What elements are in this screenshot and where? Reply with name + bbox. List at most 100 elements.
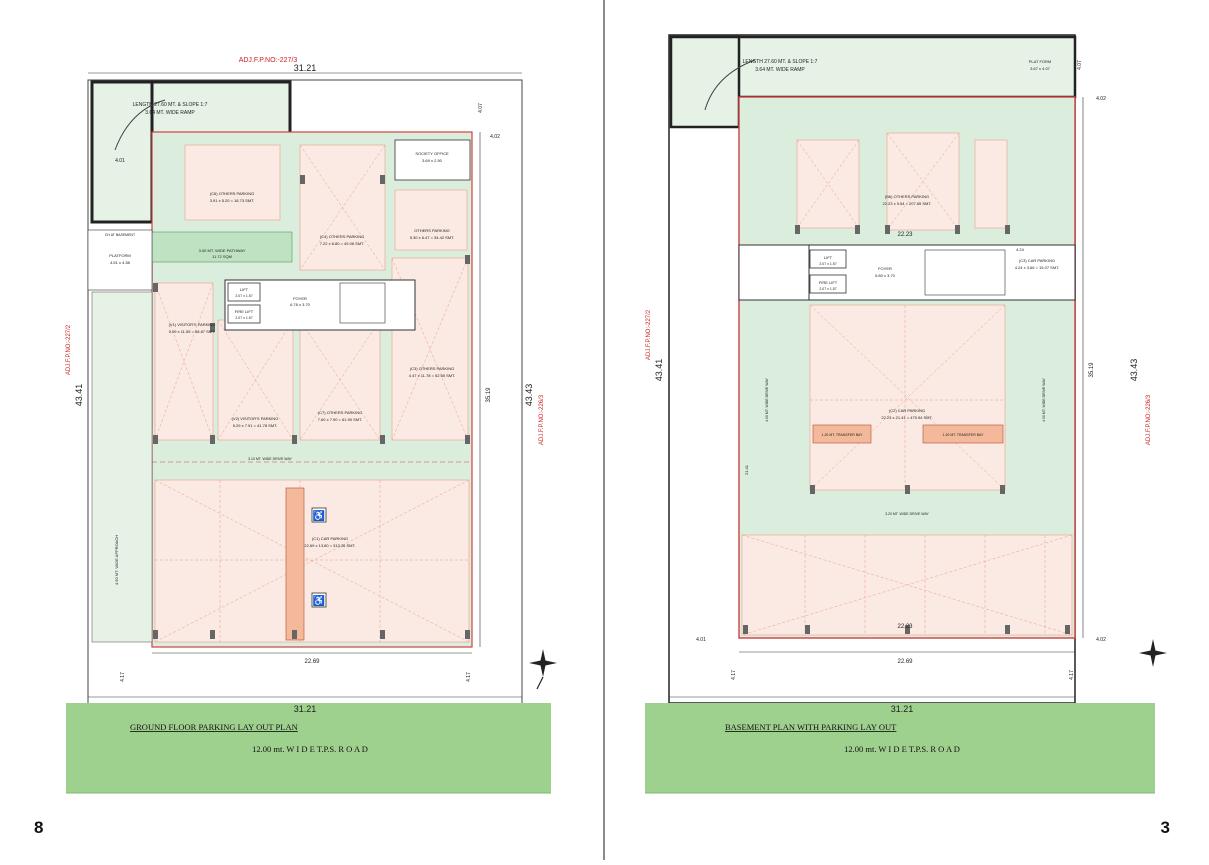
ramp-area-left [90,80,154,224]
accessible-symbol-2: ♿ [313,594,325,607]
road-band [66,703,551,793]
page-number: 8 [34,818,44,837]
society-office-box [394,139,471,181]
transfer-bay-label: 1.20 MT. TRANSFER BAY [822,433,864,437]
dim-inner-mid-label: 22.23 [897,624,913,630]
society-office-size: 3.69 x 2.50 [422,158,443,163]
parking-c5-label: OTHERS PARKING [414,228,450,233]
platform-size: 4.51 x 4.58 [110,260,131,265]
ramp-curve [704,59,756,111]
ramp-width-label: 3.64 MT. WIDE RAMP [755,67,805,73]
lift-label: LIFT [240,287,249,292]
dim-bottom-right-label: 4.17 [466,672,472,682]
sheet-divider [603,0,605,860]
dim-inner-bottom-label: 22.69 [304,659,320,665]
parking-c6-area: 3.91 x 5.20 = 18.73 SMT. [210,198,255,203]
parking-c3-label: (C3) CAR PARKING [1019,258,1055,263]
lift-box [227,282,261,302]
accessible-parking-icon [311,507,327,523]
ramp-width-label: 3.64 MT. WIDE RAMP [145,110,195,116]
adj-plot-right: ADJ.F.P.NO:-226/3 [539,394,545,445]
dim-bottom-label: 31.21 [891,704,914,714]
adj-plot-left: ADJ.F.P.NO:-227/2 [66,324,72,375]
dim-left-label: 43.41 [74,384,84,407]
accessible-symbol: ♿ [313,509,325,522]
parking-v1-area: 5.09 x 11.55 = 58.87 SMT. [169,329,216,334]
dim-topright-label: 4.07 [478,103,484,113]
fire-lift-label: FIRE LIFT [819,280,838,285]
transfer-bay-label-2: 1.20 MT. TRANSFER BAY [943,433,985,437]
parking-c5-area: 5.30 x 6.47 = 34.42 SMT. [410,235,455,240]
platform-label: PLATFORM [109,253,130,258]
dim-top-label: 31.21 [294,63,317,73]
approach-strip [91,291,153,643]
society-office-label: SOCIETY OFFICE [415,151,449,156]
dim-inner-right-label: 35.19 [1089,362,1095,378]
parking-c4-label: (C4) OTHERS PARKING [320,234,364,239]
parking-c1-label: (C1) CAR PARKING [312,536,348,541]
lift-size: 2.07 x 1.57 [819,262,836,266]
parking-c3-label: (C3) OTHERS PARKING [410,366,454,371]
parking-c3-area: 4.24 x 3.66 = 15.07 SMT. [1015,265,1060,270]
platform-box [87,229,153,291]
accessible-parking-icon-2 [311,592,327,608]
adj-plot-right: ADJ.F.P.NO:-226/3 [1146,394,1152,445]
parking-c7-area: 7.60 x 7.90 = 61.90 SMT. [318,417,363,422]
road-label: 12.00 mt. W I D E T.P.S. R O A D [844,744,960,754]
fire-lift-box [809,274,847,294]
page-number: 3 [1160,818,1170,837]
dim-right-label: 43.43 [524,384,534,407]
north-arrow-icon [1139,639,1167,667]
left-drawing-sheet: ♿ ♿ ADJ.F.P.NO:-227/3 31.21 31.21 22.69 … [0,0,603,860]
fire-lift-size: 2.07 x 1.57 [819,287,836,291]
parking-v1-label: (V1) VISITOR'S PARKING [169,322,216,327]
pathway-area: 11.72 SQM [212,254,232,259]
dim-bottom-left-label: 4.17 [120,672,126,682]
dim-setback-right-label: 4.02 [490,134,500,140]
ramp-length-label: LENGTH 27.60 MT. & SLOPE 1:7 [133,102,208,108]
dim-setback-left-label: 4.01 [115,158,125,164]
parking-b6-area: 22.23 x 9.54 = 207.65 SMT. [882,201,931,206]
foyer-label: FOYER [293,296,307,301]
dim-setback-right-label: 4.02 [1096,96,1106,102]
dim-inner-top-label: 22.23 [897,232,913,238]
staircase [339,282,386,324]
road-band [645,703,1155,793]
platform-label: PLAT FORM [1029,59,1052,64]
drive-way-side-right: 4.00 MT. WIDE DRIVE WAY [1042,377,1046,421]
columns [153,175,470,639]
core-left-box [738,244,810,301]
transfer-bay-right [922,424,1004,444]
adj-plot-left: ADJ.F.P.NO:-227/2 [646,309,652,360]
dim-21-41: 21.41 [744,464,749,475]
dim-setback-right2-label: 4.02 [1096,637,1106,643]
dim-4-24: 4.24 [1016,247,1025,252]
dim-inner-right-label: 35.19 [486,387,492,403]
plan-title: BASEMENT PLAN WITH PARKING LAY OUT [725,722,897,732]
parking-c4-area: 7.22 x 6.80 = 49.06 SMT. [320,241,365,246]
ramp-length-label: LENGTH 27.60 MT. & SLOPE 1:7 [743,59,818,65]
parking-b6-label: (B6) OTHERS PARKING [885,194,929,199]
ground-floor-plan-drawing: ♿ ♿ ADJ.F.P.NO:-227/3 31.21 31.21 22.69 … [66,57,557,794]
parking-zones [154,144,470,643]
adj-plot-top: ADJ.F.P.NO:-227/3 [239,57,298,64]
basement-label: CH AT BASEMENT [105,233,136,237]
ramp-area-left [669,35,741,129]
columns [743,225,1070,634]
north-arrow-icon [529,649,557,690]
lift-size: 2.07 x 1.57 [235,294,252,298]
dim-bottom-left-label: 4.17 [731,670,737,680]
parking-c6-label: (C6) OTHERS PARKING [210,191,254,196]
fire-lift-label: FIRE LIFT [235,309,254,314]
dim-inner-bottom-label: 22.69 [897,659,913,665]
platform-size: 3.67 x 4.07 [1030,66,1051,71]
staircase [924,249,1006,296]
approach-label: 4.50 MT. WIDE APPROACH [114,535,119,585]
right-drawing-sheet: 31.21 22.69 22.23 22.23 43.41 43.43 35.1… [605,0,1208,860]
basement-plan-drawing: 31.21 22.69 22.23 22.23 43.41 43.43 35.1… [645,34,1167,794]
lift-box [809,249,847,269]
foyer-size: 6.78 x 3.70 [290,302,311,307]
fire-lift-size: 2.07 x 1.57 [235,316,252,320]
dim-bottom-label: 31.21 [294,704,317,714]
pathway-label: 3.00 MT. WIDE PATHWAY [199,248,246,253]
